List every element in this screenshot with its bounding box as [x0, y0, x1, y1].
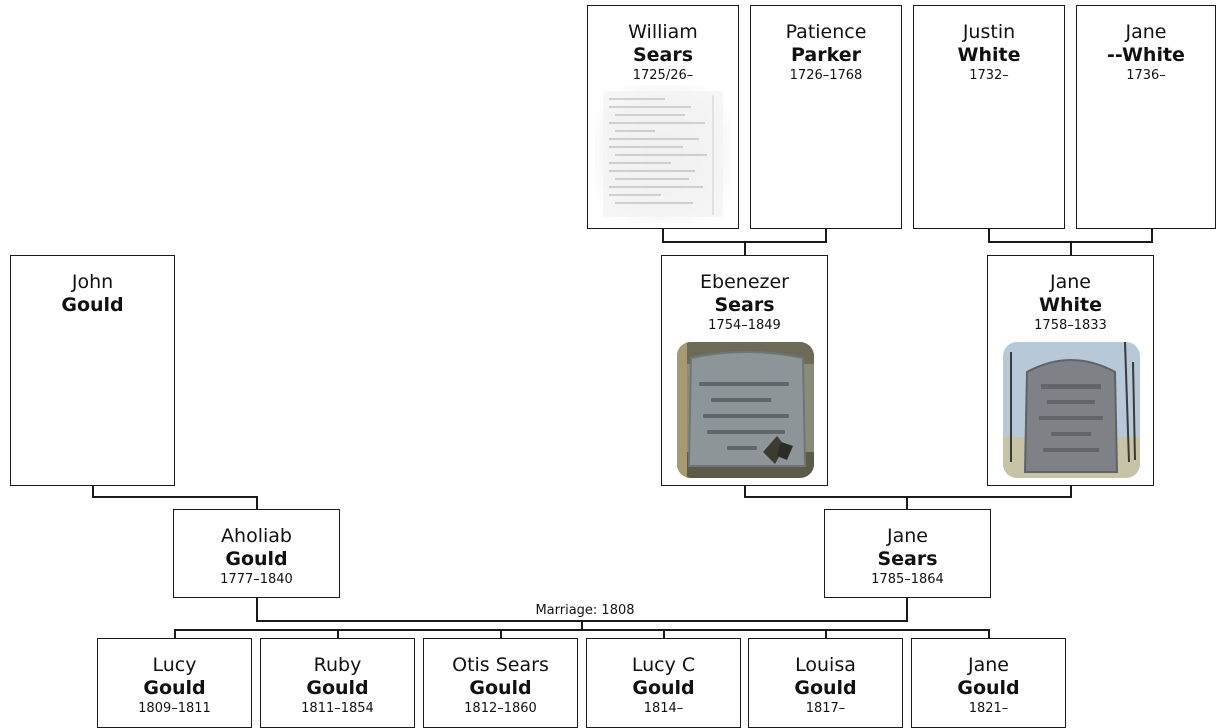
given-name: Otis Sears — [452, 654, 549, 676]
connector-line — [174, 629, 176, 639]
connector-line — [662, 228, 664, 242]
person-card-john-gould[interactable]: John Gould — [10, 255, 175, 486]
connector-line — [92, 485, 94, 497]
surname: Gould — [225, 548, 288, 570]
surname: Gould — [306, 677, 369, 699]
gravestone-photo[interactable] — [1003, 342, 1140, 478]
surname: Gould — [143, 677, 206, 699]
life-dates: 1812–1860 — [464, 701, 537, 716]
person-card-jane-sears[interactable]: Jane Sears 1785–1864 — [824, 509, 991, 598]
connector-line — [1070, 241, 1072, 256]
surname: Parker — [791, 44, 861, 66]
child-card-louisa-gould[interactable]: Louisa Gould 1817– — [748, 638, 903, 728]
given-name: Lucy C — [631, 654, 696, 676]
child-card-ruby-gould[interactable]: Ruby Gould 1811–1854 — [260, 638, 415, 728]
marriage-label: Marriage: 1808 — [535, 603, 635, 618]
life-dates: 1811–1854 — [301, 701, 374, 716]
person-card-justin-white[interactable]: Justin White 1732– — [913, 5, 1065, 229]
connector-line — [1151, 228, 1153, 242]
life-dates: 1736– — [1126, 68, 1166, 83]
life-dates: 1821– — [968, 701, 1009, 716]
connector-line — [825, 629, 827, 639]
life-dates: 1777–1840 — [220, 572, 293, 587]
connector-line — [744, 241, 746, 256]
given-name: Justin — [962, 21, 1016, 43]
person-card-patience-parker[interactable]: Patience Parker 1726–1768 — [750, 5, 902, 229]
surname: Gould — [61, 294, 124, 316]
connector-line — [988, 629, 990, 639]
surname: Sears — [632, 44, 694, 66]
life-dates: 1725/26– — [632, 68, 694, 83]
given-name: John — [71, 271, 114, 293]
life-dates: 1785–1864 — [871, 572, 944, 587]
child-card-lucy-c-gould[interactable]: Lucy C Gould 1814– — [586, 638, 741, 728]
given-name: Louisa — [795, 654, 856, 676]
connector-line — [337, 629, 339, 639]
child-card-lucy-gould[interactable]: Lucy Gould 1809–1811 — [97, 638, 252, 728]
surname: Gould — [794, 677, 857, 699]
document-photo[interactable] — [595, 85, 731, 223]
surname: Gould — [469, 677, 532, 699]
person-card-william-sears[interactable]: William Sears 1725/26– — [587, 5, 739, 229]
connector-line — [825, 228, 827, 242]
person-card-aholiab-gould[interactable]: Aholiab Gould 1777–1840 — [173, 509, 340, 598]
given-name: Jane — [1050, 271, 1091, 293]
connector-line — [906, 597, 908, 621]
life-dates: 1817– — [805, 701, 846, 716]
given-name: Jane — [887, 525, 928, 547]
surname: Sears — [714, 294, 775, 316]
connector-line — [663, 629, 665, 639]
person-card-jane-white-elder[interactable]: Jane --White 1736– — [1076, 5, 1216, 229]
surname: White — [957, 44, 1021, 66]
life-dates: 1726–1768 — [789, 68, 863, 83]
given-name: Patience — [785, 21, 867, 43]
connector-line — [906, 496, 908, 510]
connector-line — [92, 496, 258, 498]
given-name: Ebenezer — [700, 271, 789, 293]
child-card-otis-sears-gould[interactable]: Otis Sears Gould 1812–1860 — [423, 638, 578, 728]
given-name: Ruby — [313, 654, 362, 676]
connector-line — [256, 496, 258, 510]
connector-line — [744, 485, 746, 497]
life-dates: 1732– — [969, 68, 1009, 83]
person-card-ebenezer-sears[interactable]: Ebenezer Sears 1754–1849 — [661, 255, 828, 486]
connector-line — [581, 620, 583, 630]
surname: Gould — [632, 677, 695, 699]
life-dates: 1814– — [643, 701, 684, 716]
life-dates: 1754–1849 — [708, 318, 781, 333]
life-dates: 1809–1811 — [138, 701, 211, 716]
child-card-jane-gould[interactable]: Jane Gould 1821– — [911, 638, 1066, 728]
connector-line — [500, 629, 502, 639]
gravestone-photo[interactable] — [677, 342, 814, 478]
surname: White — [1039, 294, 1102, 316]
surname: --White — [1107, 44, 1185, 66]
surname: Gould — [957, 677, 1020, 699]
connector-line — [174, 629, 990, 631]
person-card-jane-white[interactable]: Jane White 1758–1833 — [987, 255, 1154, 486]
connector-line — [256, 597, 258, 621]
life-dates: 1758–1833 — [1034, 318, 1107, 333]
given-name: Aholiab — [221, 525, 292, 547]
connector-line — [1070, 485, 1072, 497]
given-name: William — [628, 21, 698, 43]
surname: Sears — [877, 548, 938, 570]
connector-line — [988, 228, 990, 242]
given-name: Jane — [968, 654, 1009, 676]
given-name: Jane — [1125, 21, 1167, 43]
connector-line — [744, 496, 1072, 498]
given-name: Lucy — [152, 654, 197, 676]
